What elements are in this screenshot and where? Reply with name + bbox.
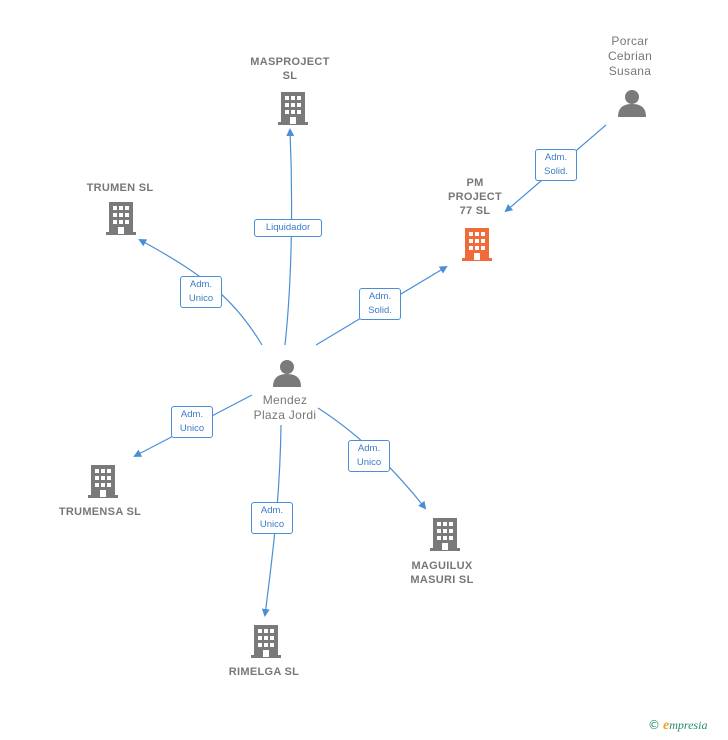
edge-label-trumen-line1: Adm. bbox=[189, 279, 213, 290]
pm-project-label-line2: PROJECT bbox=[447, 191, 503, 203]
edge-label-trumen[interactable]: Adm. Unico bbox=[180, 276, 222, 308]
edge-label-maguilux[interactable]: Adm. Unico bbox=[348, 440, 390, 472]
edge-label-trumen-line2: Unico bbox=[188, 293, 214, 304]
edge-label-porcar[interactable]: Adm. Solid. bbox=[535, 149, 577, 181]
node-label-trumensa: TRUMENSA SL bbox=[58, 506, 142, 518]
edge-label-pm-project-line1: Adm. bbox=[368, 291, 392, 302]
edge-label-rimelga[interactable]: Adm. Unico bbox=[251, 502, 293, 534]
edge-label-rimelga-line1: Adm. bbox=[260, 505, 284, 516]
node-label-pm-project: PM PROJECT 77 SL bbox=[435, 176, 515, 218]
node-label-trumen: TRUMEN SL bbox=[86, 182, 154, 194]
person-icon[interactable] bbox=[272, 359, 302, 387]
edge-label-trumensa[interactable]: Adm. Unico bbox=[171, 406, 213, 438]
node-label-masproject: MASPROJECT SL bbox=[240, 55, 340, 83]
building-icon[interactable] bbox=[106, 200, 136, 236]
edge-label-porcar-line1: Adm. bbox=[544, 152, 568, 163]
edge-label-maguilux-line1: Adm. bbox=[357, 443, 381, 454]
pm-project-label-line3: 77 SL bbox=[459, 205, 491, 217]
node-label-mendez: Mendez Plaza Jordi bbox=[235, 393, 335, 423]
node-label-maguilux: MAGUILUX MASURI SL bbox=[392, 559, 492, 587]
porcar-label-line1: Porcar bbox=[611, 34, 649, 48]
edge-label-pm-project[interactable]: Adm. Solid. bbox=[359, 288, 401, 320]
edge-label-maguilux-line2: Unico bbox=[356, 457, 382, 468]
edge-label-liquidador[interactable]: Liquidador bbox=[254, 219, 322, 237]
node-label-rimelga: RIMELGA SL bbox=[228, 666, 300, 678]
mendez-label-line2: Plaza Jordi bbox=[253, 408, 317, 422]
porcar-label-line3: Susana bbox=[608, 64, 652, 78]
edge-label-trumensa-line1: Adm. bbox=[180, 409, 204, 420]
node-label-porcar: Porcar Cebrian Susana bbox=[590, 34, 670, 79]
masproject-label-line1: MASPROJECT bbox=[250, 56, 330, 68]
maguilux-label-line1: MAGUILUX bbox=[411, 560, 473, 572]
building-icon[interactable] bbox=[88, 463, 118, 499]
building-icon[interactable] bbox=[462, 226, 492, 262]
building-icon[interactable] bbox=[251, 623, 281, 659]
copyright-symbol: © bbox=[648, 718, 660, 732]
mendez-label-line1: Mendez bbox=[262, 393, 308, 407]
porcar-label-line2: Cebrian bbox=[607, 49, 653, 63]
brand-name: mpresia bbox=[669, 718, 708, 732]
edge-label-liquidador-text: Liquidador bbox=[265, 222, 311, 233]
empresia-brand[interactable]: © empresia bbox=[648, 718, 728, 734]
edge-label-pm-project-line2: Solid. bbox=[368, 305, 392, 316]
maguilux-label-line2: MASURI SL bbox=[410, 574, 474, 586]
edge-mendez-masproject bbox=[284, 128, 295, 346]
edge-label-porcar-line2: Solid. bbox=[544, 166, 568, 177]
edge-label-trumensa-line2: Unico bbox=[179, 423, 205, 434]
building-icon[interactable] bbox=[278, 90, 308, 126]
person-icon[interactable] bbox=[617, 89, 647, 117]
building-icon[interactable] bbox=[430, 516, 460, 552]
brand-initial: e bbox=[663, 718, 670, 733]
pm-project-label-line1: PM bbox=[466, 177, 484, 189]
edge-label-rimelga-line2: Unico bbox=[259, 519, 285, 530]
masproject-label-line2: SL bbox=[282, 70, 298, 82]
